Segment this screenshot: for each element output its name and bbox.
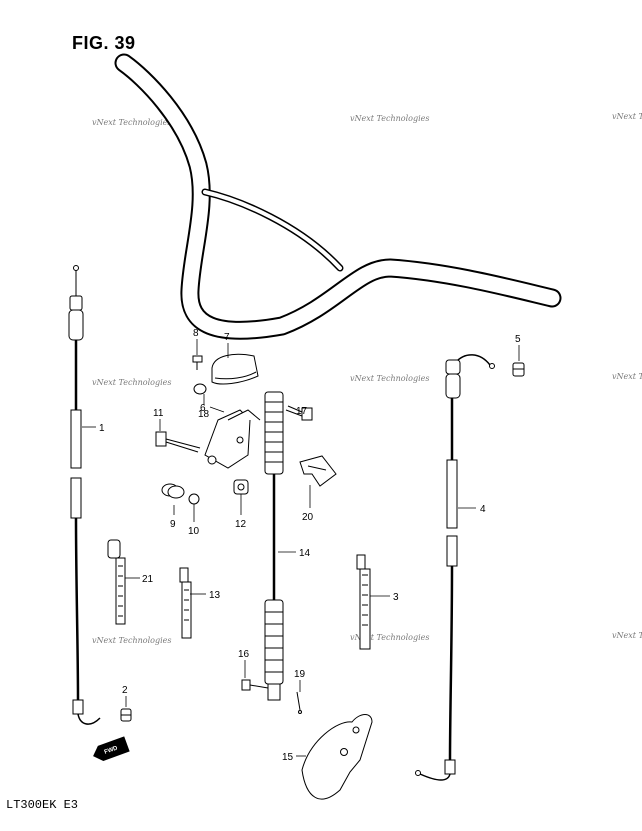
- watermark: vNext Technologies: [612, 112, 642, 121]
- part-21-cable-tie: [107, 539, 126, 625]
- part-13-cable-tie: [179, 567, 192, 639]
- figure-title: FIG. 39: [72, 33, 136, 53]
- callout-10: 10: [188, 526, 200, 537]
- callout-6: 6: [200, 403, 206, 414]
- watermark: vNext Technologies: [350, 374, 430, 383]
- callout-21: 21: [142, 574, 154, 585]
- callout-2: 2: [122, 685, 128, 696]
- part-15-lever-plate: [301, 714, 373, 800]
- callout-3: 3: [393, 592, 399, 603]
- part-6-bracket: [204, 409, 261, 469]
- callout-15: 15: [282, 752, 294, 763]
- fwd-arrow-icon: FWD: [93, 736, 130, 761]
- part-4-cable: [415, 354, 495, 781]
- callout-13: 13: [209, 590, 221, 601]
- part-8-screw: [192, 355, 203, 370]
- fwd-label: FWD: [104, 745, 120, 756]
- part-9-collar: [161, 483, 185, 499]
- watermark: vNext Technologies: [612, 631, 642, 640]
- callout-leaders: [82, 339, 520, 757]
- callout-9: 9: [170, 519, 176, 530]
- part-20-clip: [299, 455, 337, 487]
- handlebar: [114, 53, 562, 340]
- watermark: vNext Technologies: [350, 633, 430, 642]
- watermark: vNext Technologies: [350, 114, 430, 123]
- callout-numbers: 1 2 3 4 5 6 7 8 9 10 11 12 13 14 15 16 1…: [99, 328, 521, 763]
- part-7-pad: [211, 353, 259, 385]
- part-1-cable: [68, 265, 101, 725]
- part-2-nut: [120, 708, 132, 722]
- part-3-cable-tie: [356, 554, 371, 650]
- part-16-bolt: [241, 679, 269, 691]
- watermark: vNext Technologies: [92, 636, 172, 645]
- callout-5: 5: [515, 334, 521, 345]
- model-code: LT300EK E3: [6, 798, 79, 812]
- callout-12: 12: [235, 519, 247, 530]
- part-10-washer: [188, 493, 200, 505]
- part-5-nut: [512, 362, 525, 377]
- watermark: vNext Technologies: [92, 378, 172, 387]
- callout-11: 11: [153, 408, 164, 419]
- callout-20: 20: [302, 512, 314, 523]
- callout-17: 17: [296, 406, 308, 417]
- part-14-cable: [264, 391, 284, 701]
- part-19-pin: [296, 691, 302, 714]
- callout-14: 14: [299, 548, 311, 559]
- callout-18: 18: [198, 409, 210, 420]
- watermark: vNext Technologies: [92, 118, 172, 127]
- callout-1: 1: [99, 423, 105, 434]
- part-18-washer: [193, 383, 207, 395]
- part-11-bolt: [155, 431, 201, 453]
- callout-4: 4: [480, 504, 486, 515]
- part-12-nut: [233, 479, 249, 495]
- callout-8: 8: [193, 328, 199, 339]
- callout-7: 7: [224, 332, 230, 343]
- callout-19: 19: [294, 669, 306, 680]
- watermark: vNext Technologies: [612, 372, 642, 381]
- callout-16: 16: [238, 649, 250, 660]
